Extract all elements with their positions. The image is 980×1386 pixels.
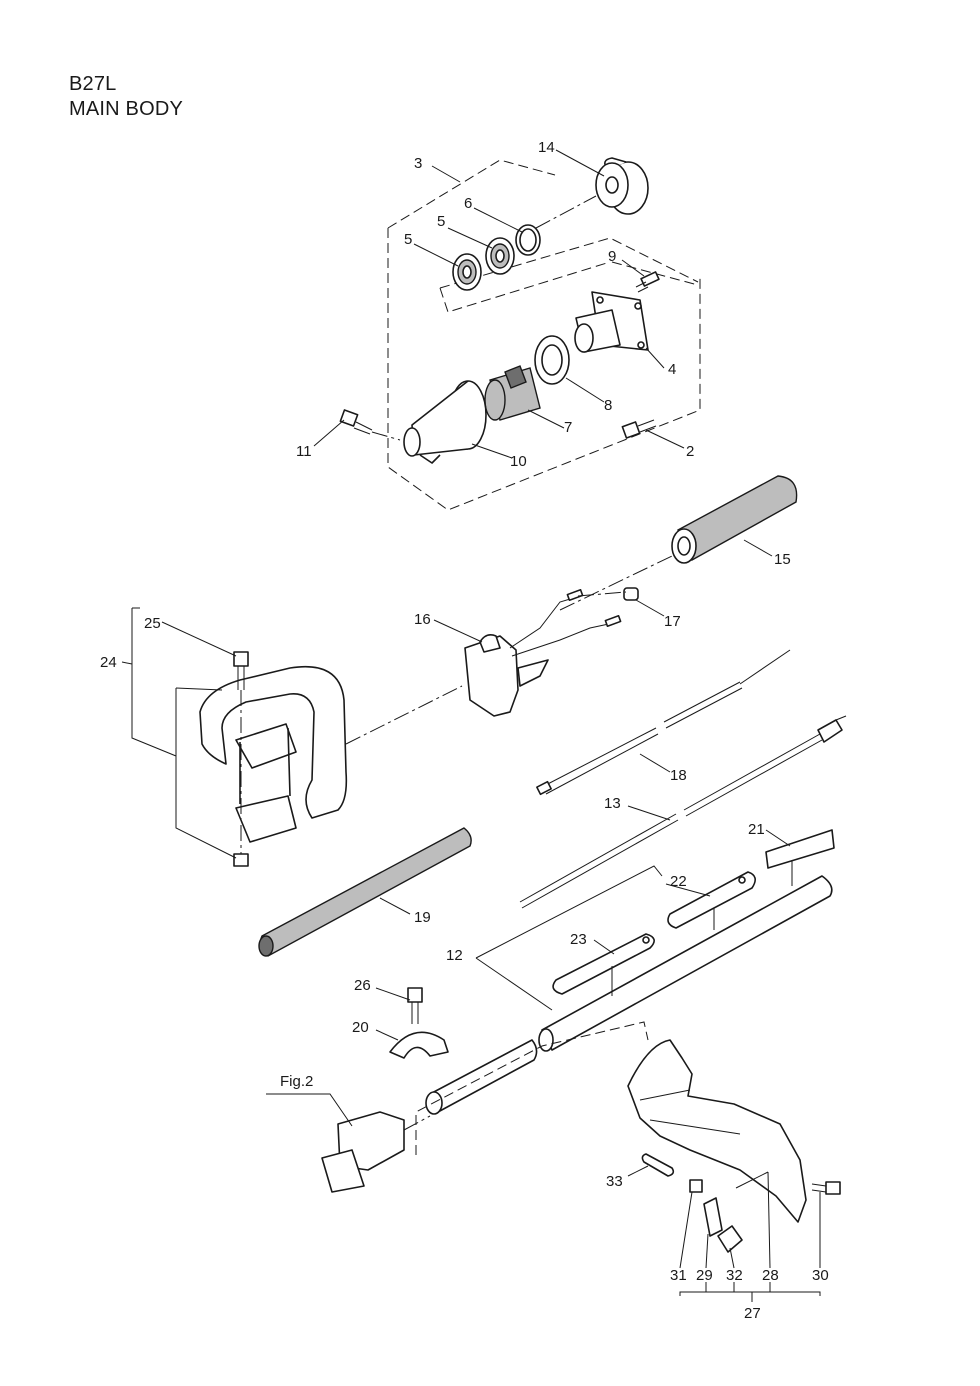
callout-7: 7 [564, 419, 572, 436]
plate-part-33 [641, 1153, 675, 1177]
gear-housing-part-4 [574, 291, 649, 353]
section-title: MAIN BODY [69, 98, 184, 120]
callout-3: 3 [414, 155, 422, 172]
callout-labels: 3 14 6 5 5 9 4 8 7 11 10 2 15 25 24 16 1… [100, 139, 829, 1322]
drive-shaft-part-13 [519, 715, 847, 909]
nut-part-31 [689, 1179, 703, 1193]
bearing-part-5-a [485, 237, 515, 275]
callout-13: 13 [604, 795, 621, 812]
callout-25: 25 [144, 615, 161, 632]
callout-14: 14 [538, 139, 555, 156]
callout-32: 32 [726, 1267, 743, 1284]
model-title: B27L [69, 73, 117, 95]
callout-26: 26 [354, 977, 371, 994]
callout-24: 24 [100, 654, 117, 671]
coupling-part-7 [484, 365, 541, 421]
bearing-part-5-b [452, 253, 482, 291]
sticker-part-22 [667, 871, 756, 929]
flexible-tube-part-19 [258, 827, 472, 957]
callout-8: 8 [604, 397, 612, 414]
bolt-part-2 [621, 419, 657, 439]
callout-fig2: Fig.2 [280, 1073, 313, 1090]
callout-16: 16 [414, 611, 431, 628]
callout-5a: 5 [437, 213, 445, 230]
callout-29: 29 [696, 1267, 713, 1284]
bolt-part-26 [407, 987, 423, 1024]
clutch-drum-part-14 [535, 157, 649, 229]
callout-33: 33 [606, 1173, 623, 1190]
callout-27: 27 [744, 1305, 761, 1322]
callout-11: 11 [296, 443, 312, 460]
label-part-29 [703, 1197, 723, 1237]
callout-18: 18 [670, 767, 687, 784]
bolt-part-9 [635, 271, 660, 293]
callout-6: 6 [464, 195, 472, 212]
callout-22: 22 [670, 873, 687, 890]
callout-5b: 5 [404, 231, 412, 248]
grip-part-15 [559, 475, 798, 611]
callout-23: 23 [570, 931, 587, 948]
callout-12: 12 [446, 947, 463, 964]
gasket-part-8 [534, 335, 570, 385]
bolt-part-25 [233, 651, 249, 667]
callout-21: 21 [748, 821, 765, 838]
callout-2: 2 [686, 443, 694, 460]
gear-case-assembly-box [387, 159, 701, 511]
label-part-21 [765, 829, 835, 869]
leader-lines [121, 149, 821, 1302]
throttle-switch-part-16 [464, 588, 627, 717]
callout-19: 19 [414, 909, 431, 926]
gear-head-fig2 [321, 1021, 649, 1193]
bolt-part-11 [339, 409, 401, 441]
bolt-part-30 [811, 1181, 841, 1195]
callout-20: 20 [352, 1019, 369, 1036]
snap-ring-inner [519, 228, 537, 252]
handle-assembly-part-24 [131, 607, 463, 867]
label-part-32 [717, 1225, 743, 1253]
callout-31: 31 [670, 1267, 687, 1284]
callout-9: 9 [608, 248, 616, 265]
main-pipe-part-12 [425, 875, 833, 1115]
sticker-part-23 [552, 933, 655, 995]
callout-15: 15 [774, 551, 791, 568]
cone-housing-part-10 [403, 380, 487, 464]
callout-4: 4 [668, 361, 676, 378]
sleeve-part-17 [623, 587, 639, 601]
inner-cable-part-18 [536, 649, 791, 796]
nut [233, 853, 249, 867]
callout-10: 10 [510, 453, 527, 470]
callout-28: 28 [762, 1267, 779, 1284]
callout-30: 30 [812, 1267, 829, 1284]
clamp-part-20 [389, 1031, 449, 1059]
guard-part-28 [627, 1039, 807, 1223]
callout-17: 17 [664, 613, 681, 630]
